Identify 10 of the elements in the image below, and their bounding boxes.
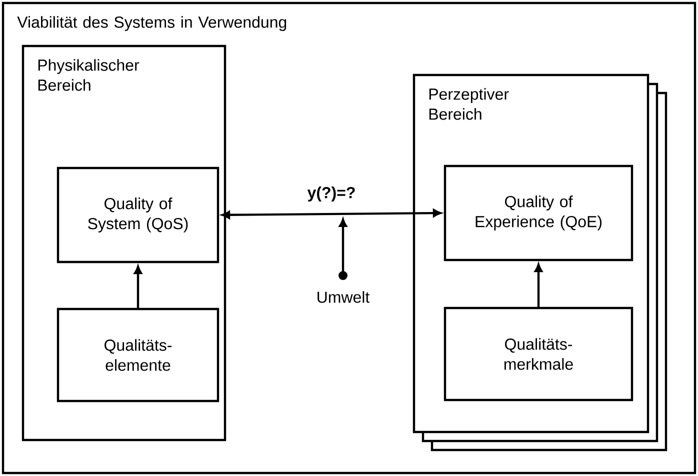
edge-label: y(?)=? xyxy=(306,186,357,202)
arrow xyxy=(222,209,442,219)
process-box: Qualitäts- merkmale xyxy=(444,306,634,402)
process-box: Quality of System (QoS) xyxy=(56,166,220,264)
node-text: Umwelt xyxy=(318,291,370,303)
arrow xyxy=(534,264,542,308)
arrow xyxy=(134,266,142,309)
arrow xyxy=(338,218,348,280)
process-box: Qualitäts- elemente xyxy=(56,308,220,402)
process-box: Quality of Experience (QoE) xyxy=(444,164,634,262)
